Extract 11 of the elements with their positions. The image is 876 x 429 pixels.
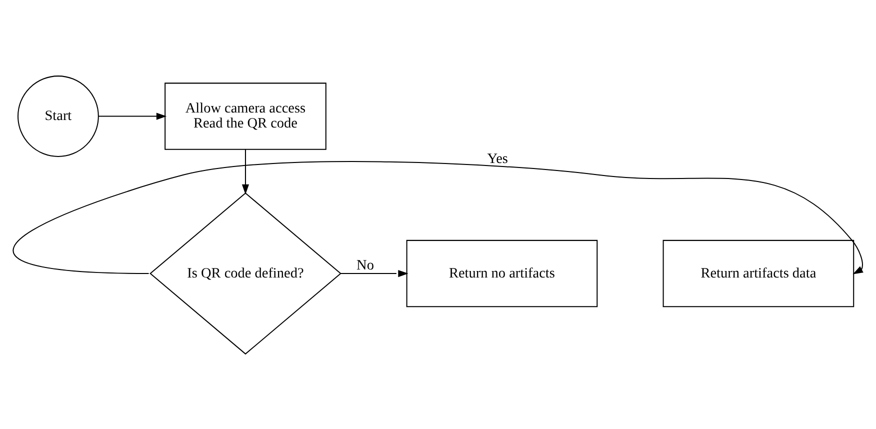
node-diamond: Is QR code defined?	[150, 192, 342, 354]
node-box: Return artifacts data	[662, 239, 854, 307]
node-box: Return no artifacts	[406, 239, 598, 307]
arrow	[242, 148, 250, 194]
arrow	[14, 160, 864, 274]
edge-label: Yes	[487, 150, 508, 166]
arrow	[98, 112, 167, 120]
node-box: Allow camera access Read the QR code	[164, 82, 326, 150]
arrow	[340, 269, 408, 277]
edge-label: No	[356, 257, 374, 274]
node-circle: Start	[18, 75, 99, 156]
